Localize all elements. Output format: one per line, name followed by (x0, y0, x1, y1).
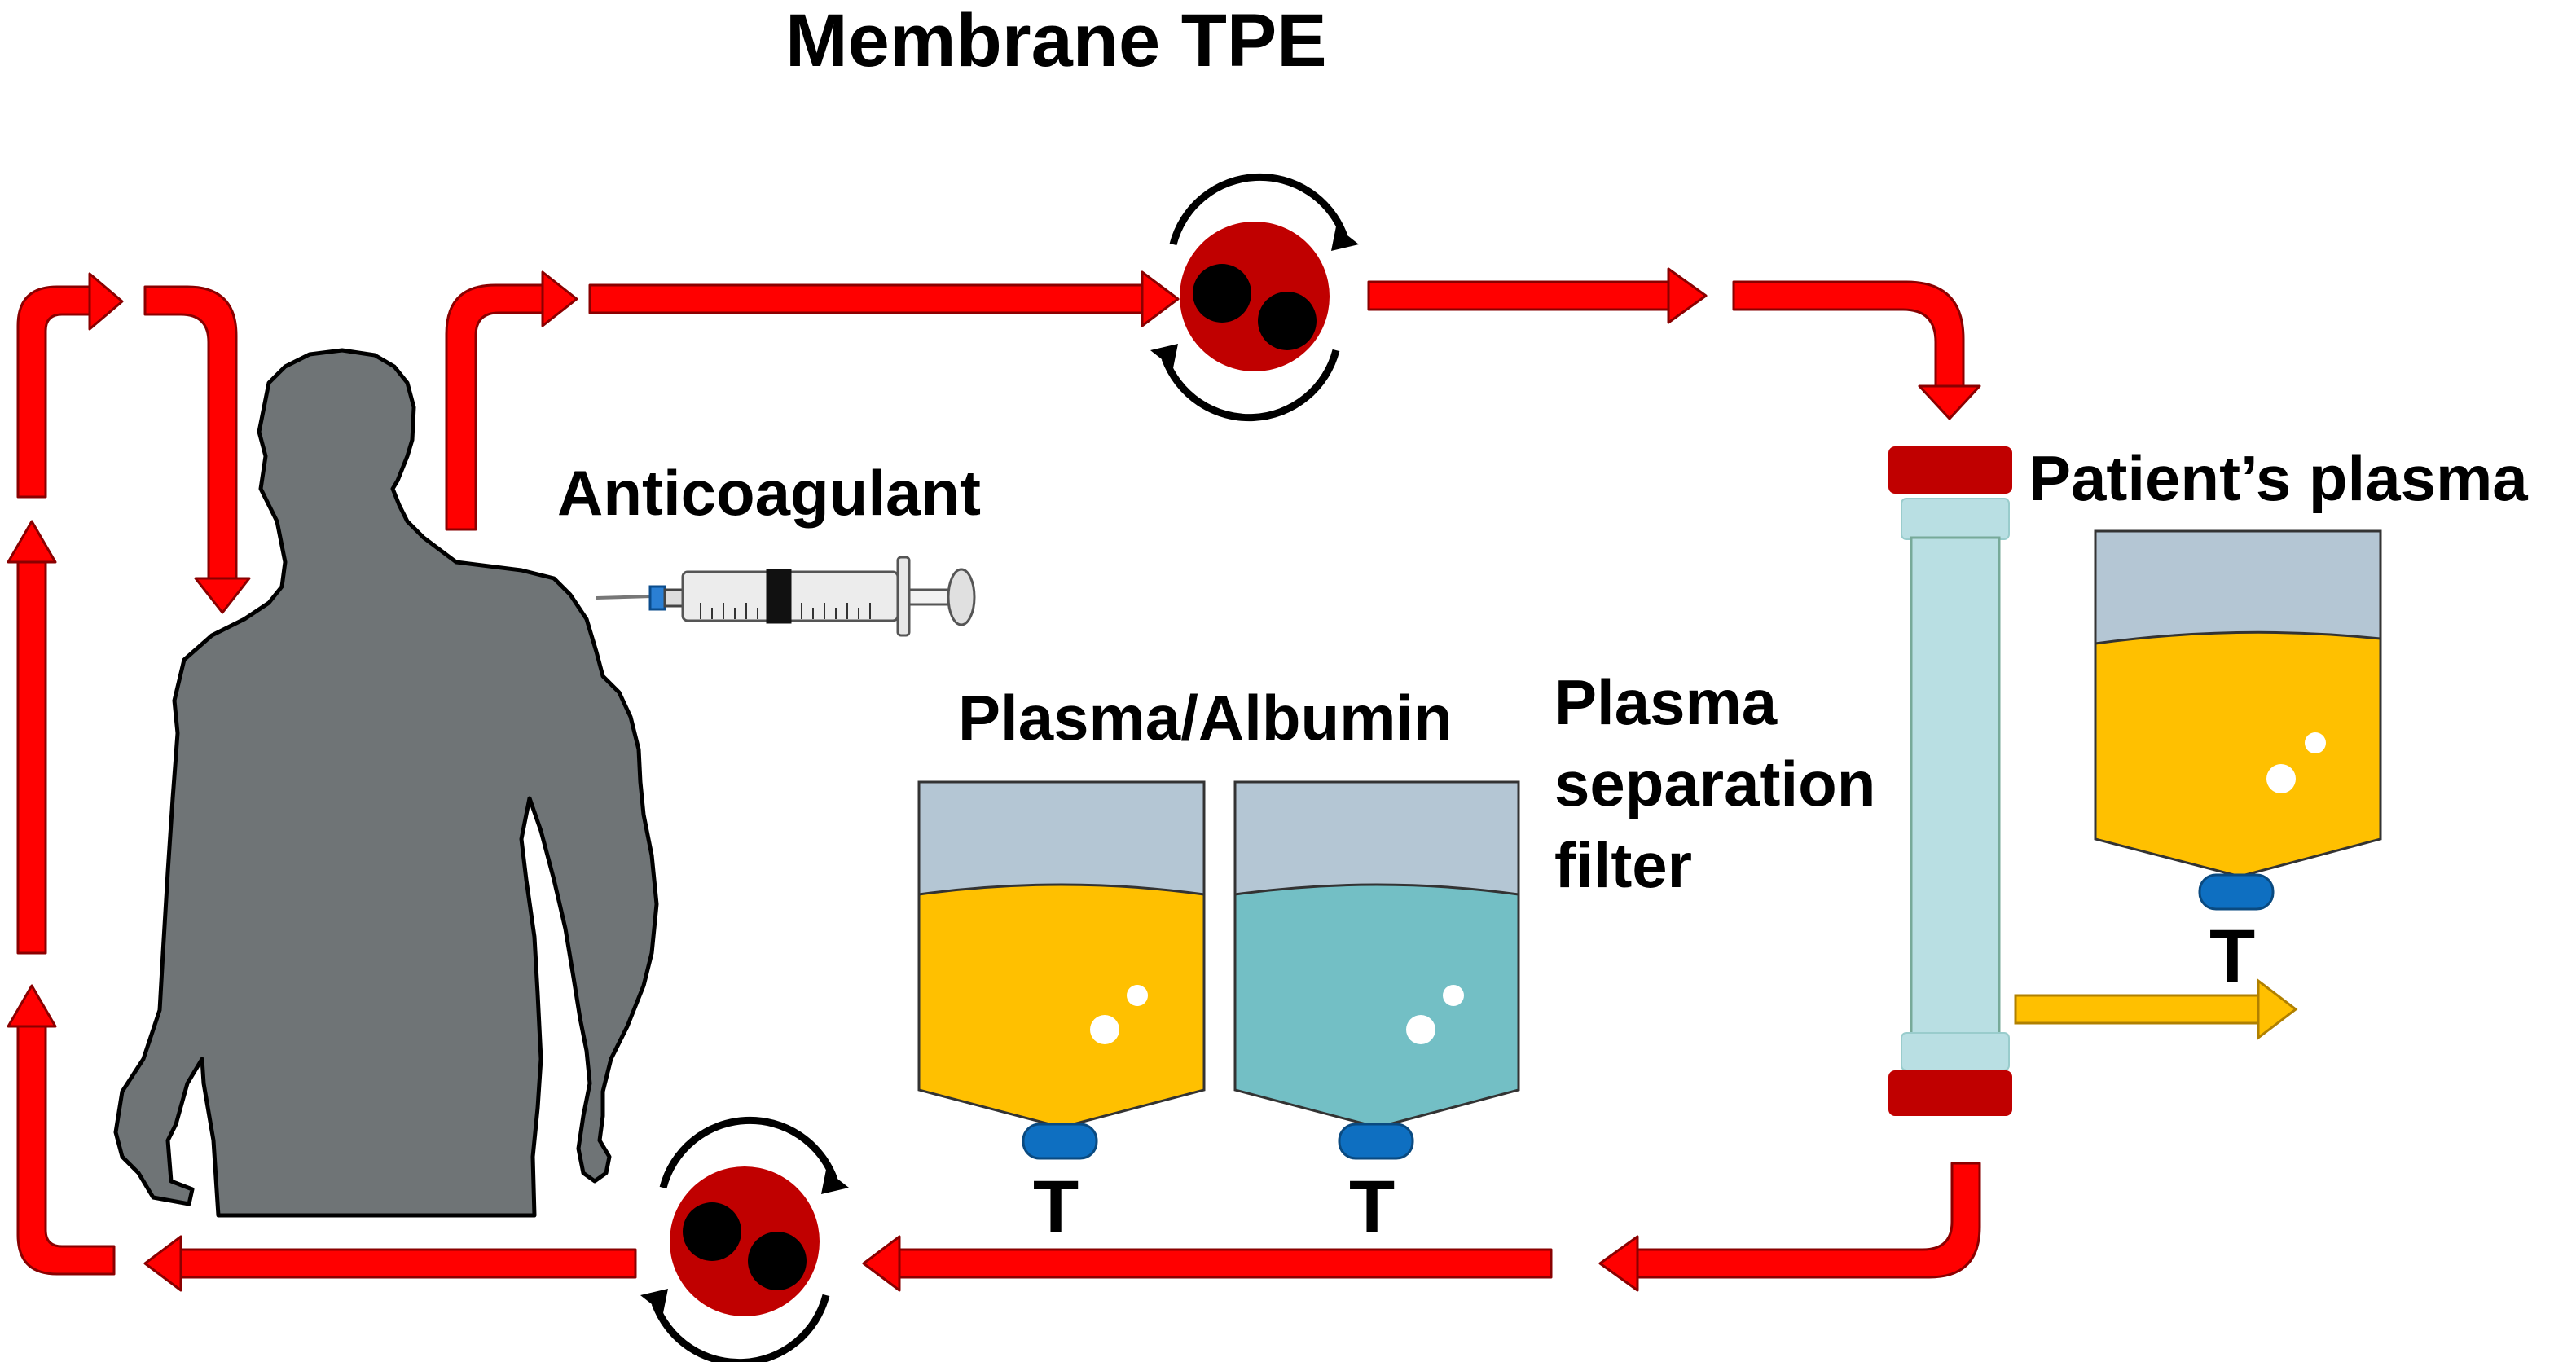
removed-plasma-arrow (2014, 978, 2298, 1041)
filter-return-arrow (1598, 1162, 1981, 1292)
filter-label-line3: filter (1554, 829, 1693, 901)
left-return-arrow-upper (7, 520, 57, 955)
roller-pump-icon-top (1150, 173, 1359, 422)
rotation-arrows-icon (1161, 173, 1348, 422)
clamp-icon (2198, 873, 2275, 911)
out-of-patient-arrow (445, 270, 578, 531)
filter-label: Plasma separation filter (1554, 661, 1978, 906)
to-bottom-pump-arrow (862, 1235, 1553, 1292)
human-silhouette-icon (113, 348, 659, 1218)
left-top-corner-arrow (16, 272, 124, 499)
fluid-bag-icon-plasma (917, 780, 1206, 1160)
filter-label-line2: separation (1554, 748, 1876, 819)
to-top-pump-arrow (588, 270, 1180, 327)
filter-column-icon (1888, 446, 2012, 1116)
patient-plasma-label: Patient’s plasma (2029, 442, 2528, 514)
replacement-fluid-label: Plasma/Albumin (958, 682, 1453, 753)
left-return-arrow-lower (7, 984, 116, 1276)
roller-pump-icon-bottom (640, 1116, 849, 1362)
pump-to-filter-arrow-b (1732, 280, 1981, 420)
fluid-bag-icon-albumin (1233, 780, 1520, 1160)
clamp-icon (1022, 1123, 1098, 1160)
clamp-label-removed-plasma: T (2209, 915, 2256, 998)
clamp-icon (1338, 1123, 1414, 1160)
clamp-label-plasma: T (1033, 1166, 1079, 1249)
rotation-arrows-icon (651, 1116, 838, 1362)
into-patient-arrow (143, 285, 251, 614)
blood-circuit (7, 267, 1981, 1292)
diagram-title: Membrane TPE (785, 0, 1327, 82)
filter-label-line1: Plasma (1554, 666, 1778, 738)
clamp-label-albumin: T (1349, 1166, 1396, 1249)
pump-to-filter-arrow-a (1367, 267, 1708, 324)
bottom-pump-to-patient-arrow (143, 1235, 637, 1292)
anticoagulant-label: Anticoagulant (557, 457, 981, 529)
syringe-icon (596, 556, 976, 637)
fluid-bag-icon-removed-plasma (2094, 529, 2382, 911)
